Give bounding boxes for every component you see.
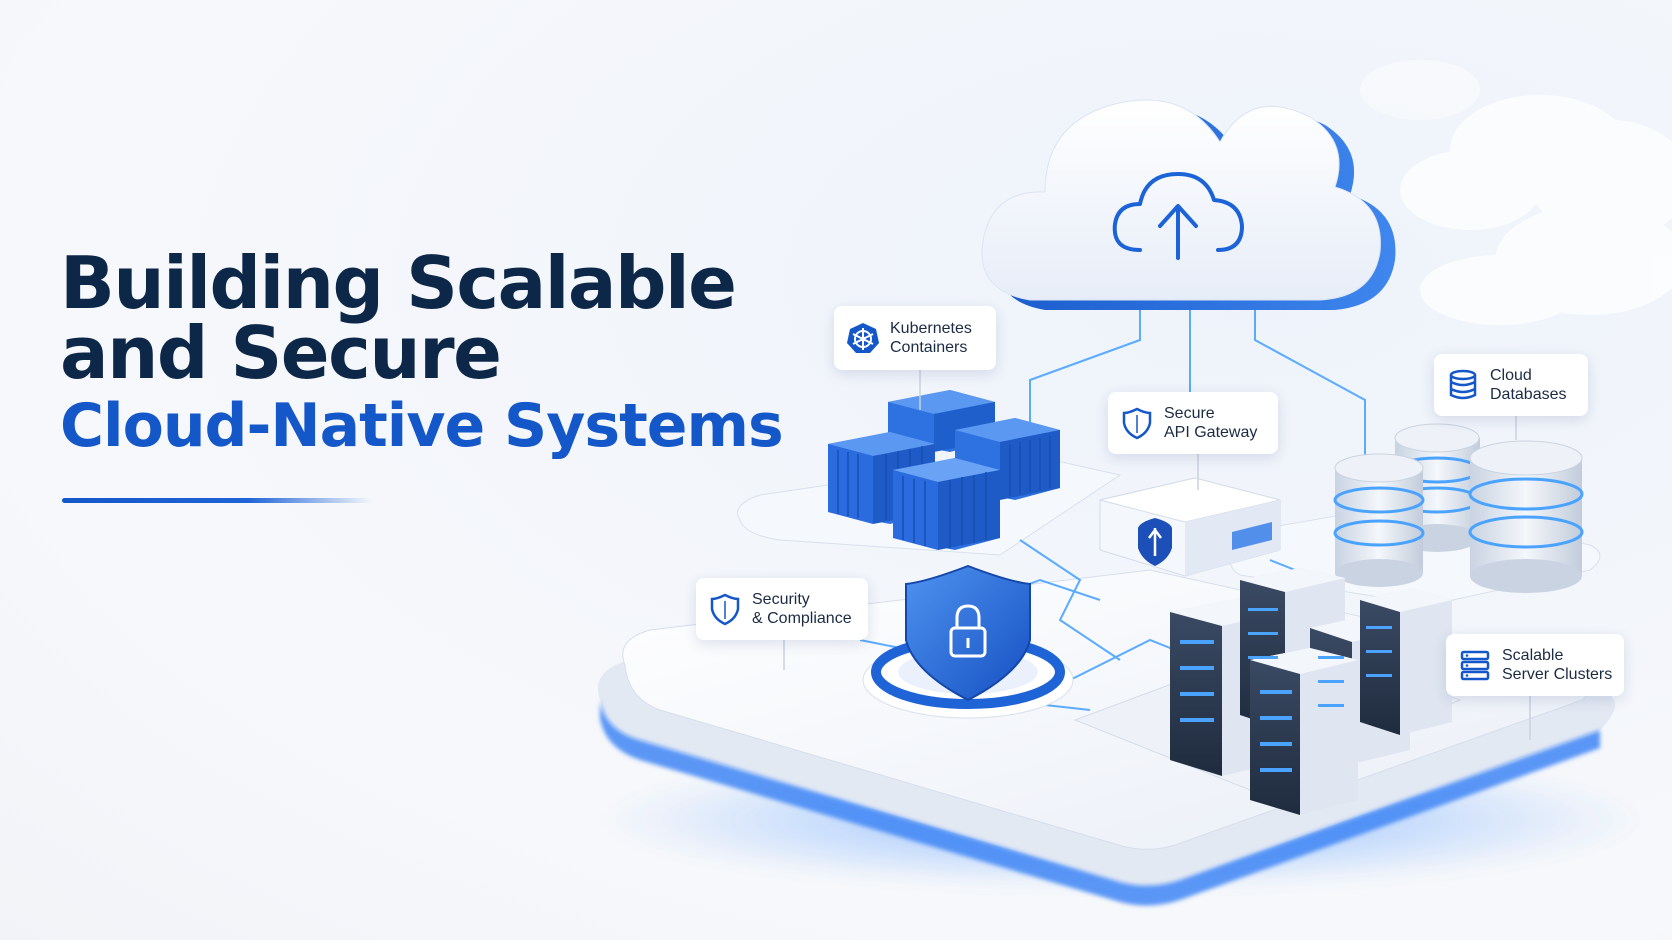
- cloud-upload-icon: [1112, 172, 1244, 260]
- headline-line-2: and Secure: [60, 311, 502, 395]
- background-clouds: [1360, 60, 1672, 325]
- database-icon: [1449, 369, 1477, 400]
- security-label-line-2: & Compliance: [752, 610, 852, 627]
- kubernetes-containers: [828, 390, 1060, 550]
- server-clusters: [1170, 568, 1452, 815]
- label-cloud-databases: Cloud Databases: [1434, 354, 1588, 416]
- lock-icon: [949, 604, 987, 658]
- security-shield: [862, 564, 1074, 719]
- gateway-label-line-1: Secure: [1164, 405, 1215, 422]
- label-security-compliance: Security & Compliance: [696, 578, 868, 640]
- cloud-databases: [1333, 423, 1584, 593]
- databases-label-line-2: Databases: [1490, 386, 1567, 403]
- cloud: [981, 99, 1396, 310]
- page-headline: Building Scalable and Secure Cloud-Nativ…: [60, 241, 784, 464]
- security-label-line-1: Security: [752, 591, 810, 608]
- label-secure-api-gateway: Secure API Gateway: [1108, 392, 1278, 454]
- headline-line-3: Cloud-Native Systems: [60, 391, 784, 461]
- headline-line-1: Building Scalable: [60, 241, 737, 325]
- shield-icon: [1122, 407, 1152, 440]
- server-icon: [1460, 650, 1490, 681]
- servers-label-line-1: Scalable: [1502, 647, 1564, 664]
- label-kubernetes-containers: Kubernetes Containers: [834, 306, 996, 370]
- servers-label-line-2: Server Clusters: [1502, 666, 1613, 683]
- databases-label-line-1: Cloud: [1490, 367, 1532, 384]
- gateway-label-line-2: API Gateway: [1164, 424, 1258, 441]
- kubernetes-icon: [847, 323, 879, 353]
- shield-icon: [710, 593, 740, 626]
- label-scalable-server-clusters: Scalable Server Clusters: [1446, 634, 1624, 696]
- kubernetes-label-line-2: Containers: [890, 339, 968, 356]
- headline-underline: [62, 498, 372, 503]
- kubernetes-label-line-1: Kubernetes: [890, 320, 972, 337]
- api-gateway-box: [1010, 477, 1281, 577]
